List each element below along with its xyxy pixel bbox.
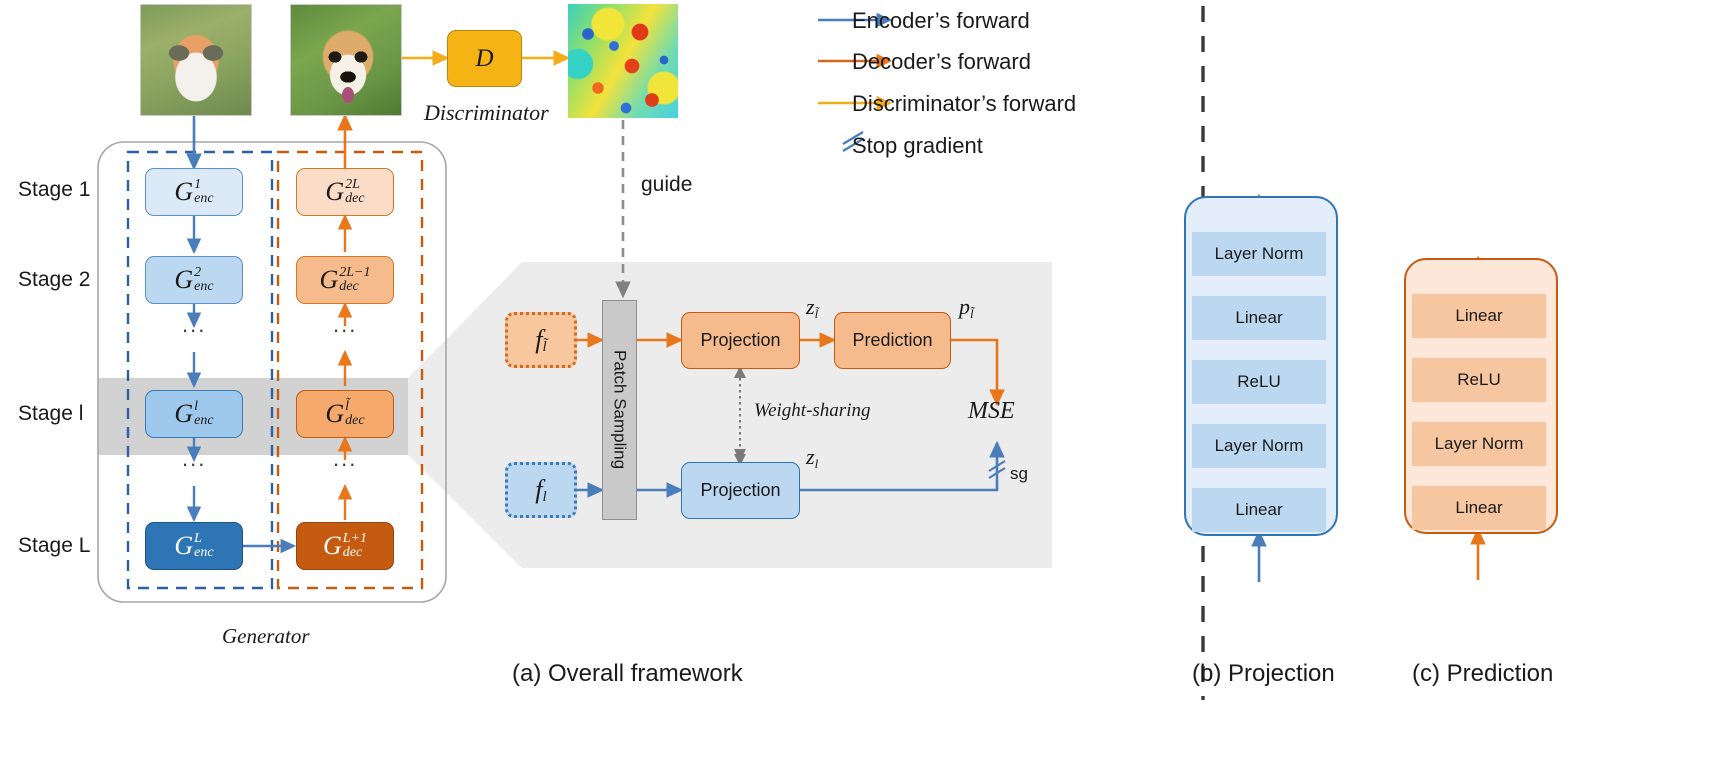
projection-layer-label: ReLU	[1237, 372, 1281, 391]
decoder-block-l-tilde-label: G l̃dec	[325, 398, 365, 428]
discriminator-box[interactable]: D	[447, 30, 522, 87]
projection-layer-layer-norm-top[interactable]: Layer Norm	[1192, 232, 1326, 276]
projection-bottom-block[interactable]: Projection	[681, 462, 800, 519]
prediction-label: Prediction	[852, 330, 933, 350]
patch-sampling-block[interactable]: Patch Sampling	[602, 300, 637, 520]
caption-a: (a) Overall framework	[512, 660, 743, 687]
weight-sharing-label: Weight-sharing	[754, 400, 871, 421]
projection-layer-relu[interactable]: ReLU	[1192, 360, 1326, 404]
prediction-layer-layer-norm[interactable]: Layer Norm	[1412, 422, 1546, 466]
stage-label-2: Stage 2	[18, 268, 91, 291]
projection-top-label: Projection	[700, 330, 781, 350]
prediction-layer-label: ReLU	[1457, 370, 1501, 389]
generator-caption: Generator	[222, 624, 310, 648]
discriminator-box-label: D	[475, 44, 494, 72]
projection-layer-linear-upper[interactable]: Linear	[1192, 296, 1326, 340]
stage-label-l: Stage l	[18, 402, 84, 425]
source-cat-image	[140, 4, 252, 116]
sg-label: sg	[1010, 464, 1028, 483]
generated-dog-image	[290, 4, 402, 116]
projection-bottom-label: Projection	[700, 480, 781, 500]
legend-label-discriminator: Discriminator’s forward	[852, 91, 1077, 116]
prediction-layer-linear-upper[interactable]: Linear	[1412, 294, 1546, 338]
legend-label-stop-gradient: Stop gradient	[852, 133, 983, 158]
caption-b: (b) Projection	[1192, 660, 1335, 687]
prediction-layer-label: Linear	[1455, 498, 1503, 517]
prediction-layer-linear-lower[interactable]: Linear	[1412, 486, 1546, 530]
projection-layer-label: Layer Norm	[1214, 436, 1304, 455]
projection-layer-linear-lower[interactable]: Linear	[1192, 488, 1326, 532]
caption-c: (c) Prediction	[1412, 660, 1554, 687]
stage-label-L: Stage L	[18, 534, 91, 557]
stage-label-1: Stage 1	[18, 178, 91, 201]
prediction-layer-label: Linear	[1455, 306, 1503, 325]
prediction-layer-label: Layer Norm	[1434, 434, 1524, 453]
prediction-block[interactable]: Prediction	[834, 312, 951, 369]
prediction-layer-relu[interactable]: ReLU	[1412, 358, 1546, 402]
legend-label-decoder: Decoder’s forward	[852, 49, 1031, 74]
encoder-ellipsis-top: ...	[182, 312, 207, 337]
projection-layer-label: Linear	[1235, 308, 1283, 327]
discriminator-caption: Discriminator	[424, 100, 549, 125]
mse-label: MSE	[968, 398, 1015, 424]
encoder-ellipsis-bottom: ...	[182, 446, 207, 471]
patch-sampling-label: Patch Sampling	[610, 350, 630, 470]
projection-layer-layer-norm-bottom[interactable]: Layer Norm	[1192, 424, 1326, 468]
decoder-block-l-tilde[interactable]: G l̃dec	[296, 390, 394, 438]
discriminator-heatmap	[568, 4, 678, 118]
projection-top-block[interactable]: Projection	[681, 312, 800, 369]
guide-label: guide	[641, 173, 693, 196]
projection-layer-label: Layer Norm	[1214, 244, 1304, 263]
decoder-ellipsis-bottom: ...	[333, 446, 358, 471]
projection-layer-label: Linear	[1235, 500, 1283, 519]
decoder-ellipsis-top: ...	[333, 312, 358, 337]
legend-label-encoder: Encoder’s forward	[852, 8, 1030, 33]
